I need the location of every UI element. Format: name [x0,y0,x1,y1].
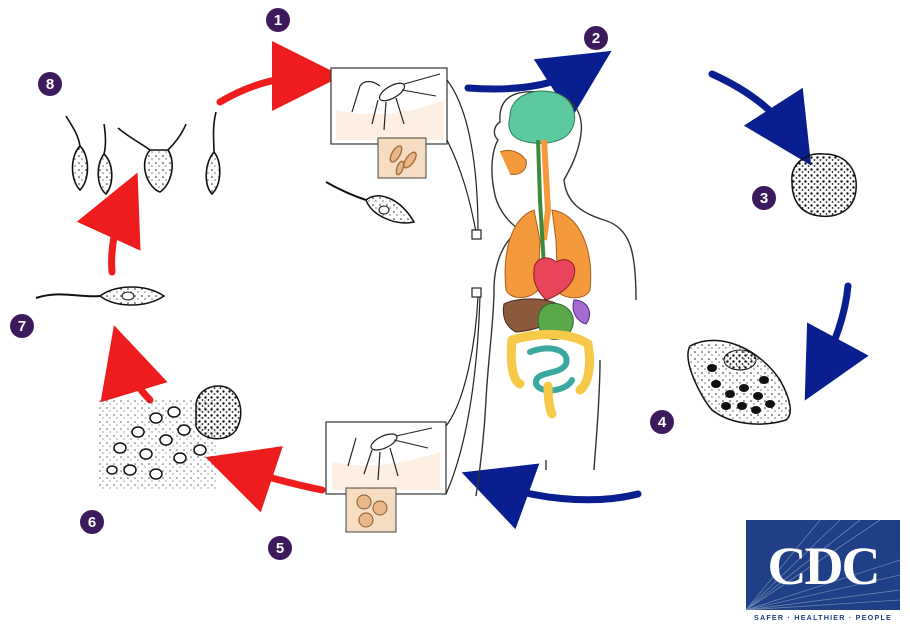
step-badge-5: 5 [268,536,292,560]
spleen [573,300,590,324]
panel-connector-lines [446,80,481,494]
step-badge-number: 1 [274,12,282,29]
step-badge-number: 7 [18,318,26,335]
step-badge-3: 3 [752,186,776,210]
arrow-5-to-6 [232,466,322,490]
brain [509,91,575,143]
sandfly-bite-panel [331,68,447,178]
step-badge-number: 5 [276,540,284,557]
cdc-logo: CDC SAFER · HEALTHIER · PEOPLE [742,518,902,622]
large-intestine [511,334,589,390]
arrow-6-to-7 [122,352,150,400]
step-badge-number: 3 [760,190,768,207]
sandfly-feeding-panel [326,422,446,532]
human-body-icon [476,91,636,496]
step-badge-number: 8 [46,76,54,93]
metacyclic-promastigote [326,182,414,223]
infected-macrophage-icon [688,340,790,424]
step-badge-2: 2 [584,26,608,50]
mouth-pharynx [500,150,526,174]
cdc-logo-tagline: SAFER · HEALTHIER · PEOPLE [754,613,892,622]
step-badge-1: 1 [266,8,290,32]
promastigote-icon [36,287,164,305]
step-badge-number: 2 [592,30,600,47]
cdc-logo-text: CDC [768,536,879,596]
step-badge-number: 6 [88,514,96,531]
dividing-promastigotes [66,112,220,194]
step-badge-number: 4 [658,414,667,431]
arrow-7-to-8 [112,198,126,272]
step-badge-6: 6 [80,510,104,534]
step-badge-8: 8 [38,72,62,96]
step-badge-4: 4 [650,410,674,434]
arrow-4-to-5 [488,482,638,500]
ruptured-macrophage-icon [98,386,241,490]
airway [544,140,548,240]
arrow-1-to-2 [468,66,588,89]
rectum [548,386,552,414]
arrow-8-to-1 [220,76,314,102]
step-badge-7: 7 [10,314,34,338]
arrow-2-to-3 [712,74,796,142]
macrophage-icon [792,154,856,217]
arrow-3-to-4 [818,286,848,376]
